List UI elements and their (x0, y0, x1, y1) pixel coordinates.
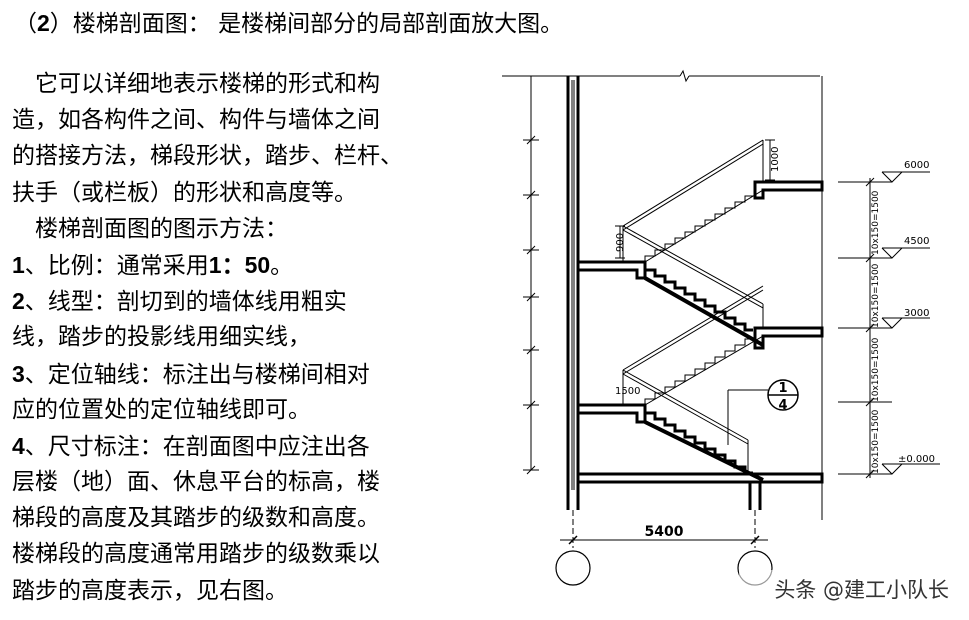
elevation-markers (881, 171, 940, 475)
watermark-backdrop (739, 570, 959, 612)
list-item: 2、线型：剖切到的墙体线用粗实 (12, 288, 347, 316)
span-dimension: 5400 (645, 524, 684, 540)
watermark: 头条 @建工小队长 (774, 578, 949, 602)
handrails (622, 139, 764, 474)
dim-1: 10x150=1500 (871, 190, 881, 255)
paragraph-line: 造，如各构件之间、构件与墙体之间 (12, 107, 380, 134)
list-item: 层楼（地）面、休息平台的标高，楼 (12, 469, 380, 496)
detail-sheet: 4 (778, 398, 787, 413)
top-break-line (502, 69, 820, 83)
page-heading: （2）楼梯剖面图： 是楼梯间部分的局部剖面放大图。 (14, 10, 564, 37)
dim-2: 10x150=1500 (871, 263, 881, 328)
description-text: 它可以详细地表示楼梯的形式和构 造，如各构件之间、构件与墙体之间 的搭接方法，梯… (12, 66, 472, 609)
paragraph-line: 楼梯剖面图的图示方法： (12, 215, 288, 242)
rail-height-900: 900 (615, 233, 626, 252)
list-item: 线，踏步的投影线用细实线， (12, 324, 311, 351)
elevation-6000: 6000 (904, 160, 929, 171)
dim-4: 10x150=1500 (871, 409, 881, 474)
list-item: 楼梯段的高度通常用踏步的级数乘以 (12, 541, 380, 568)
list-item: 4、尺寸标注：在剖面图中应注出各 (12, 432, 370, 460)
detail-reference (727, 379, 799, 445)
list-item: 踏步的高度表示，见右图。 (12, 577, 288, 604)
left-wall (530, 76, 580, 492)
paragraph-line: 它可以详细地表示楼梯的形式和构 (12, 71, 380, 97)
elevation-4500: 4500 (904, 236, 929, 247)
rail-height-dims (615, 139, 775, 259)
list-item: 应的位置处的定位轴线即可。 (12, 396, 311, 423)
floor-slabs (576, 180, 824, 484)
elevation-0000: ±0.000 (898, 454, 935, 465)
list-item: 3、定位轴线：标注出与楼梯间相对 (12, 360, 370, 388)
rail-height-1000: 1000 (770, 147, 781, 172)
vertical-dimension-chain (838, 177, 892, 479)
axis-bubble-left (555, 550, 591, 586)
stair-section-drawing: 1000 900 1500 1 4 10x150=1500 10x150=150… (502, 69, 940, 586)
paragraph-line: 扶手（或栏板）的形状和高度等。 (12, 179, 357, 206)
bottom-axes (555, 482, 773, 586)
list-item: 梯段的高度及其踏步的级数和高度。 (12, 505, 380, 532)
left-level-ticks (523, 135, 539, 475)
list-item: 1、比例：通常采用1：50。 (12, 251, 294, 279)
paragraph-line: 的搭接方法，梯段形状，踏步、栏杆、 (12, 143, 403, 170)
dim-3: 10x150=1500 (871, 337, 881, 402)
rail-height-1500: 1500 (615, 386, 640, 397)
stair-flights (644, 189, 764, 482)
elevation-3000: 3000 (904, 308, 929, 319)
detail-number: 1 (778, 381, 787, 396)
